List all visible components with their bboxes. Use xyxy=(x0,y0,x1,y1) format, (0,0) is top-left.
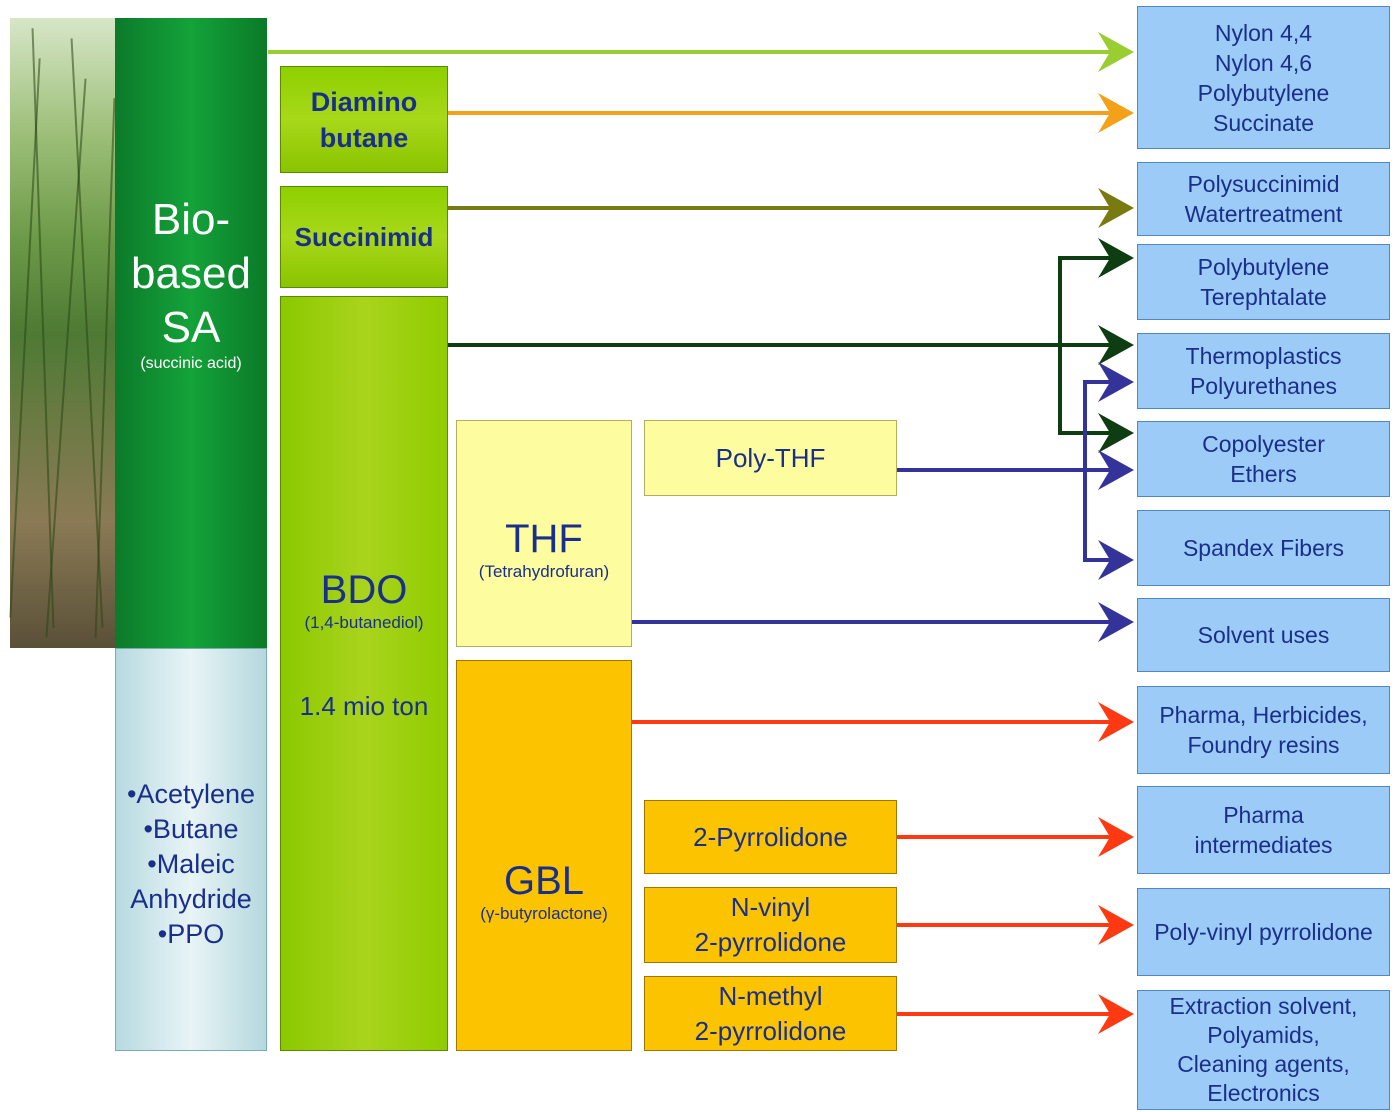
pyrrolidone-label: 2-Pyrrolidone xyxy=(693,821,848,852)
sa-line3: SA xyxy=(161,303,221,352)
nvinyl-line2: 2-pyrrolidone xyxy=(694,927,847,957)
product-extraction: Extraction solvent, Polyamids, Cleaning … xyxy=(1137,990,1390,1110)
product-pvp: Poly-vinyl pyrrolidone xyxy=(1137,888,1390,976)
polythf-box: Poly-THF xyxy=(644,420,897,496)
product-pharma-herbicides: Pharma, Herbicides, Foundry resins xyxy=(1137,686,1390,774)
fossil-item: •Acetylene xyxy=(126,779,256,809)
diamino-line2: butane xyxy=(319,122,409,153)
sa-subtitle: (succinic acid) xyxy=(140,355,242,372)
fossil-item: •PPO xyxy=(157,919,225,949)
fossil-item: Anhydride xyxy=(130,884,252,914)
gbl-subtitle: (γ-butyrolactone) xyxy=(480,903,608,923)
nmethyl-box: N-methyl 2-pyrrolidone xyxy=(644,976,897,1051)
nvinyl-box: N-vinyl 2-pyrrolidone xyxy=(644,887,897,963)
bdo-subtitle: (1,4-butanediol) xyxy=(304,613,424,632)
sugarcane-photo xyxy=(9,18,116,648)
product-line: Watertreatment xyxy=(1184,201,1343,227)
gbl-box: GBL (γ-butyrolactone) xyxy=(456,660,632,1051)
product-line: Spandex Fibers xyxy=(1182,535,1345,561)
product-pbt: Polybutylene Terephtalate xyxy=(1137,244,1390,320)
nmethyl-line1: N-methyl xyxy=(718,980,823,1011)
nvinyl-line1: N-vinyl xyxy=(730,892,811,922)
product-line: Ethers xyxy=(1230,461,1297,487)
product-line: Copolyester xyxy=(1202,431,1325,457)
product-line: Terephtalate xyxy=(1200,284,1327,310)
product-solvent: Solvent uses xyxy=(1137,598,1390,672)
arrow-polythf-spandex xyxy=(1083,470,1134,580)
product-line: Succinate xyxy=(1212,109,1314,136)
product-nylon: Nylon 4,4 Nylon 4,6 Polybutylene Succina… xyxy=(1137,6,1390,149)
product-line: Polybutylene xyxy=(1197,254,1330,280)
diamino-line1: Diamino xyxy=(310,86,418,117)
product-polysuccinimid: Polysuccinimid Watertreatment xyxy=(1137,162,1390,236)
fossil-sources-box: •Acetylene •Butane •Maleic Anhydride •PP… xyxy=(115,648,267,1051)
succinimid-label: Succinimid xyxy=(294,221,434,252)
nmethyl-line2: 2-pyrrolidone xyxy=(694,1015,847,1046)
product-line: Polyurethanes xyxy=(1189,373,1338,399)
fossil-item: •Maleic xyxy=(147,849,235,879)
product-tpu: Thermoplastics Polyurethanes xyxy=(1137,333,1390,409)
biobased-sa-box: Bio- based SA (succinic acid) xyxy=(115,18,267,648)
product-line: Cleaning agents, xyxy=(1177,1051,1350,1077)
thf-name: THF xyxy=(505,516,583,561)
fossil-item: •Butane xyxy=(143,814,239,844)
arrow-bdo-pbt xyxy=(1058,238,1134,345)
product-line: Nylon 4,6 xyxy=(1214,49,1313,76)
product-line: Foundry resins xyxy=(1187,732,1340,758)
product-line: Polyamids, xyxy=(1207,1022,1320,1048)
product-line: Nylon 4,4 xyxy=(1214,19,1313,46)
thf-subtitle: (Tetrahydrofuran) xyxy=(478,561,610,581)
arrow-bdo-copolyester xyxy=(1058,345,1134,453)
diaminobutane-box: Diamino butane xyxy=(280,66,448,173)
succinimid-box: Succinimid xyxy=(280,186,448,288)
polythf-label: Poly-THF xyxy=(715,442,826,473)
product-line: Poly-vinyl pyrrolidone xyxy=(1154,919,1373,945)
product-line: Solvent uses xyxy=(1197,622,1330,648)
bdo-volume: 1.4 mio ton xyxy=(299,691,429,721)
product-copolyester: Copolyester Ethers xyxy=(1137,421,1390,497)
product-line: Polybutylene xyxy=(1197,79,1330,106)
product-line: Pharma, Herbicides, xyxy=(1159,702,1368,728)
gbl-name: GBL xyxy=(503,858,585,903)
product-line: Thermoplastics xyxy=(1185,343,1342,369)
arrow-polythf-tpu xyxy=(1083,362,1134,470)
product-line: Extraction solvent, xyxy=(1169,993,1358,1019)
bdo-name: BDO xyxy=(320,568,408,612)
pyrrolidone-box: 2-Pyrrolidone xyxy=(644,800,897,874)
product-line: Pharma xyxy=(1223,802,1304,828)
product-line: Polysuccinimid xyxy=(1187,171,1340,197)
sa-line2: based xyxy=(131,249,251,298)
thf-box: THF (Tetrahydrofuran) xyxy=(456,420,632,647)
product-line: intermediates xyxy=(1194,832,1333,858)
product-pharma-intermediates: Pharma intermediates xyxy=(1137,786,1390,874)
sa-line1: Bio- xyxy=(151,195,231,244)
product-line: Electronics xyxy=(1207,1080,1320,1106)
product-spandex: Spandex Fibers xyxy=(1137,510,1390,586)
bdo-box: BDO (1,4-butanediol) 1.4 mio ton xyxy=(280,296,448,1051)
